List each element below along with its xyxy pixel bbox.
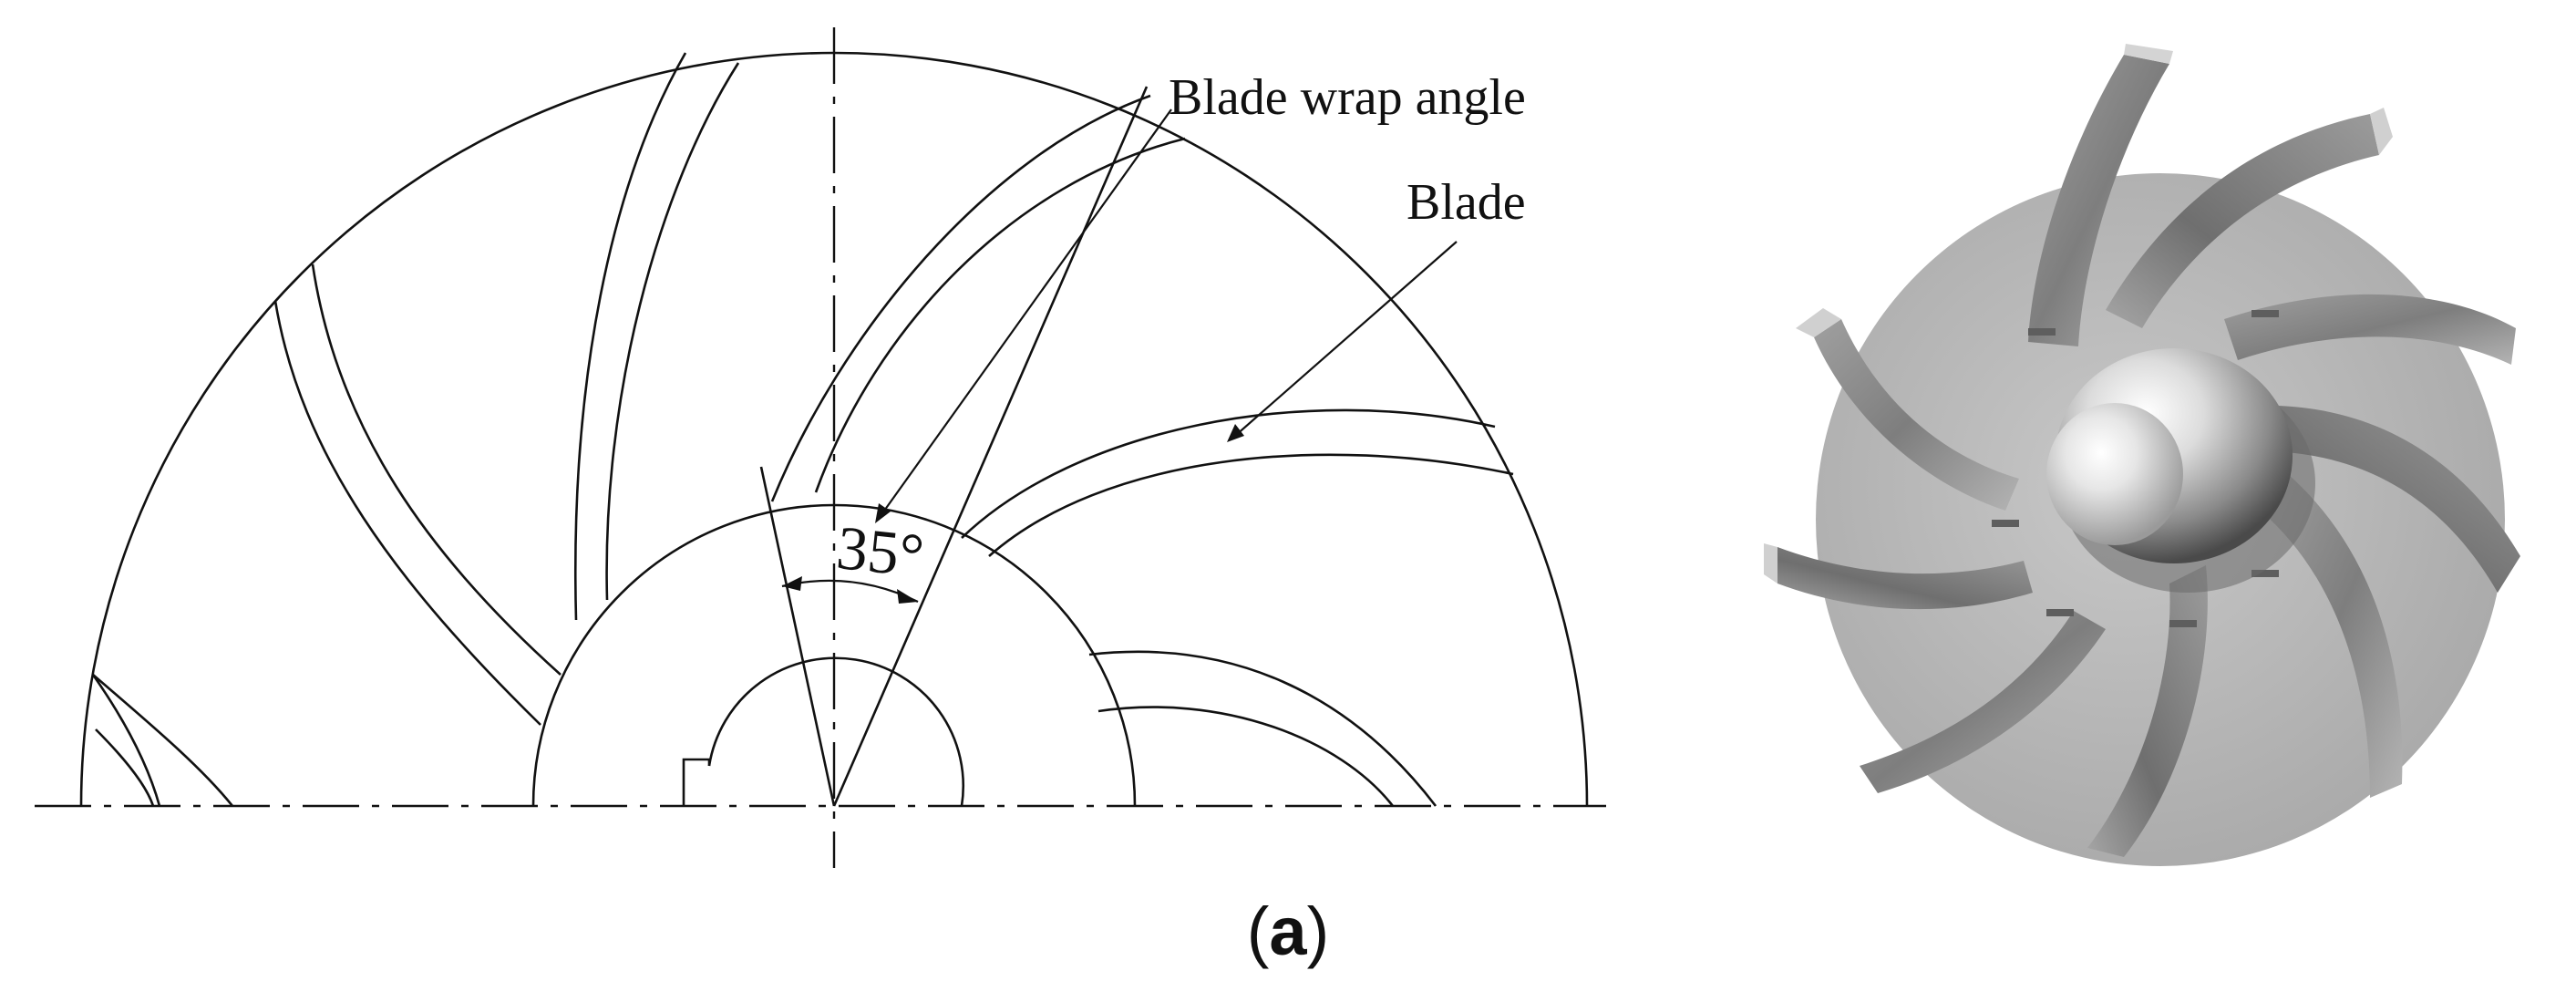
impeller-drawing: 35° Blade wrap angle Blade bbox=[35, 27, 1606, 868]
slot-mark bbox=[1992, 520, 2019, 527]
blade-3d-bottom-left bbox=[1860, 611, 2106, 793]
blade-right-middle bbox=[961, 408, 1514, 557]
blade-3d-left-lower bbox=[1764, 543, 2033, 610]
blade-left-2 bbox=[273, 263, 562, 726]
angle-arrowhead-left bbox=[782, 576, 802, 591]
blade-3d-right bbox=[2251, 405, 2520, 593]
shaft-keyway bbox=[682, 758, 711, 806]
blade-wrap-angle-label: Blade wrap angle bbox=[1169, 69, 1526, 126]
blade-left-1 bbox=[574, 52, 740, 621]
hub-dome-small bbox=[2046, 403, 2183, 545]
wrap-angle-line-right bbox=[832, 86, 1149, 807]
outer-diameter-arc bbox=[79, 51, 1589, 807]
slot-mark bbox=[2169, 620, 2197, 627]
blade-3d-right-lower bbox=[2261, 474, 2403, 798]
slot-mark bbox=[2251, 310, 2279, 317]
wrap-angle-line-left bbox=[759, 466, 836, 807]
blade-3d-top bbox=[2028, 44, 2173, 346]
angle-value-label: 35° bbox=[833, 512, 927, 591]
blade-leader bbox=[1234, 241, 1458, 437]
slot-mark bbox=[2028, 328, 2056, 336]
blade-3d-bottom bbox=[2087, 565, 2208, 857]
blade-3d-top-right bbox=[2106, 108, 2393, 328]
slot-mark bbox=[2251, 570, 2279, 577]
hub-arc bbox=[531, 503, 1137, 807]
slot-mark bbox=[2046, 609, 2074, 616]
blade-3d-left-upper bbox=[1796, 308, 2019, 511]
wrap-angle-leader-arrow bbox=[875, 503, 891, 523]
caption-letter: a bbox=[1269, 894, 1307, 969]
blade-right-lower bbox=[1088, 650, 1437, 807]
wrap-angle-leader bbox=[881, 108, 1172, 514]
blade-label: Blade bbox=[1406, 174, 1526, 231]
impeller-3d-render bbox=[1764, 44, 2520, 866]
blade-left-3 bbox=[91, 674, 234, 807]
shaft-bore-arc bbox=[707, 656, 965, 807]
angle-arrowhead-right bbox=[897, 589, 918, 604]
figure-caption: (a) bbox=[1246, 894, 1330, 969]
blade-3d-right-upper bbox=[2224, 294, 2516, 365]
blade-leader-arrow bbox=[1227, 424, 1244, 442]
